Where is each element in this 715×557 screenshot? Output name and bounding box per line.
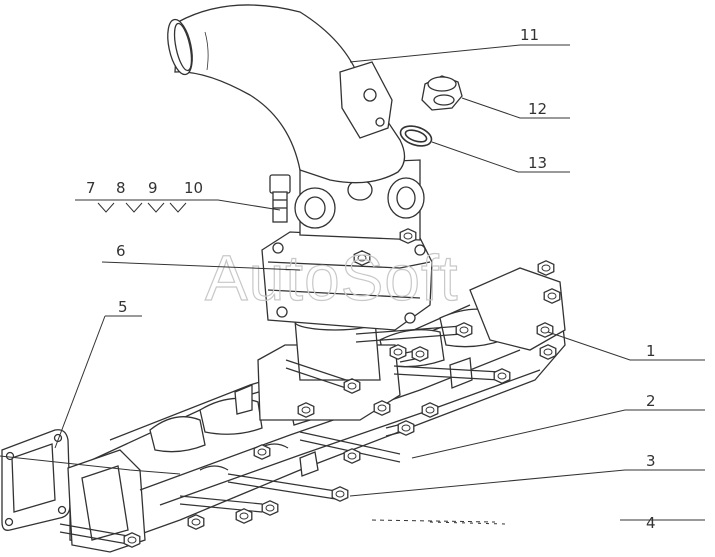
callout-5: 5 — [118, 298, 128, 316]
outlet-flange — [257, 159, 433, 421]
bolt-washer — [425, 406, 435, 414]
callout-1: 1 — [646, 342, 656, 360]
bolt-head — [543, 288, 561, 304]
bolt-head — [399, 228, 417, 244]
bolt-head — [455, 322, 473, 338]
bolt-washer — [401, 424, 411, 432]
bolt-washer — [540, 326, 550, 334]
bolt-head — [411, 346, 429, 362]
bolt-shaft — [285, 359, 353, 383]
callout-11: 11 — [520, 26, 539, 44]
bolt-shaft — [179, 495, 263, 505]
callout-3: 3 — [646, 452, 656, 470]
bolt-washer — [357, 254, 367, 262]
bolt-head — [343, 378, 361, 394]
bolt-shaft — [393, 365, 501, 373]
callout-9: 9 — [148, 179, 158, 197]
bolt-shaft — [355, 333, 463, 343]
bolt-washer — [347, 382, 357, 390]
callout-2: 2 — [646, 392, 656, 410]
bolt-head — [187, 514, 205, 530]
elbow-pipe-part-11 — [167, 4, 406, 184]
bolt-head — [297, 402, 315, 418]
bolt-washer — [239, 512, 249, 520]
callout-4: 4 — [646, 514, 656, 532]
callout-7: 7 — [86, 179, 96, 197]
bolt-washer — [347, 452, 357, 460]
bolt-head — [536, 322, 554, 338]
bolt-head — [373, 400, 391, 416]
bolt-washer — [543, 348, 553, 356]
bolt-washer — [127, 536, 137, 544]
bolt-washer — [301, 406, 311, 414]
bolt-head — [353, 250, 371, 266]
callout-8: 8 — [116, 179, 126, 197]
bolt-head — [389, 344, 407, 360]
bolt-washer — [459, 326, 469, 334]
callout-6: 6 — [116, 242, 126, 260]
bolt-shaft — [59, 523, 129, 537]
bolt-head — [397, 420, 415, 436]
watermark-text: AutoSoft — [205, 242, 459, 314]
plug-part-12 — [421, 75, 463, 111]
o-ring-part-13 — [399, 125, 433, 147]
bolt-head — [493, 368, 511, 384]
callout-labels: 11 12 13 7 8 9 10 6 5 1 2 3 4 — [86, 26, 656, 532]
callout-12: 12 — [528, 100, 547, 118]
bolt-head — [253, 444, 271, 460]
bolt-washer — [497, 372, 507, 380]
bolt-set — [59, 228, 561, 548]
bolt-washer — [541, 264, 551, 272]
bolt-washer — [377, 404, 387, 412]
bolt-head — [261, 500, 279, 516]
bolt-washer — [191, 518, 201, 526]
bolt-washer — [403, 232, 413, 240]
bolt-head — [331, 486, 349, 502]
leader-lines — [0, 44, 705, 525]
bolt-washer — [547, 292, 557, 300]
bolt-shaft — [299, 431, 401, 455]
bolt-head — [235, 508, 253, 524]
bolt-washer — [393, 348, 403, 356]
bolt-shaft — [355, 325, 463, 335]
bolt-head — [537, 260, 555, 276]
bolt-shaft — [227, 473, 343, 493]
bolt-shaft — [227, 481, 343, 501]
bolt-shaft — [393, 373, 501, 381]
callout-10: 10 — [184, 179, 203, 197]
bolt-head — [343, 448, 361, 464]
bolt-shaft — [59, 531, 129, 545]
bolt-head — [421, 402, 439, 418]
bolt-washer — [335, 490, 345, 498]
bolt-shaft — [285, 367, 353, 391]
bolt-washer — [257, 448, 267, 456]
bolt-washer — [415, 350, 425, 358]
bolt-washer — [265, 504, 275, 512]
bolt-head — [123, 532, 141, 548]
gasket-part-5 — [1, 429, 71, 531]
sensor-bolt-parts-7-10 — [269, 174, 291, 223]
bolt-head — [539, 344, 557, 360]
callout-13: 13 — [528, 154, 547, 172]
